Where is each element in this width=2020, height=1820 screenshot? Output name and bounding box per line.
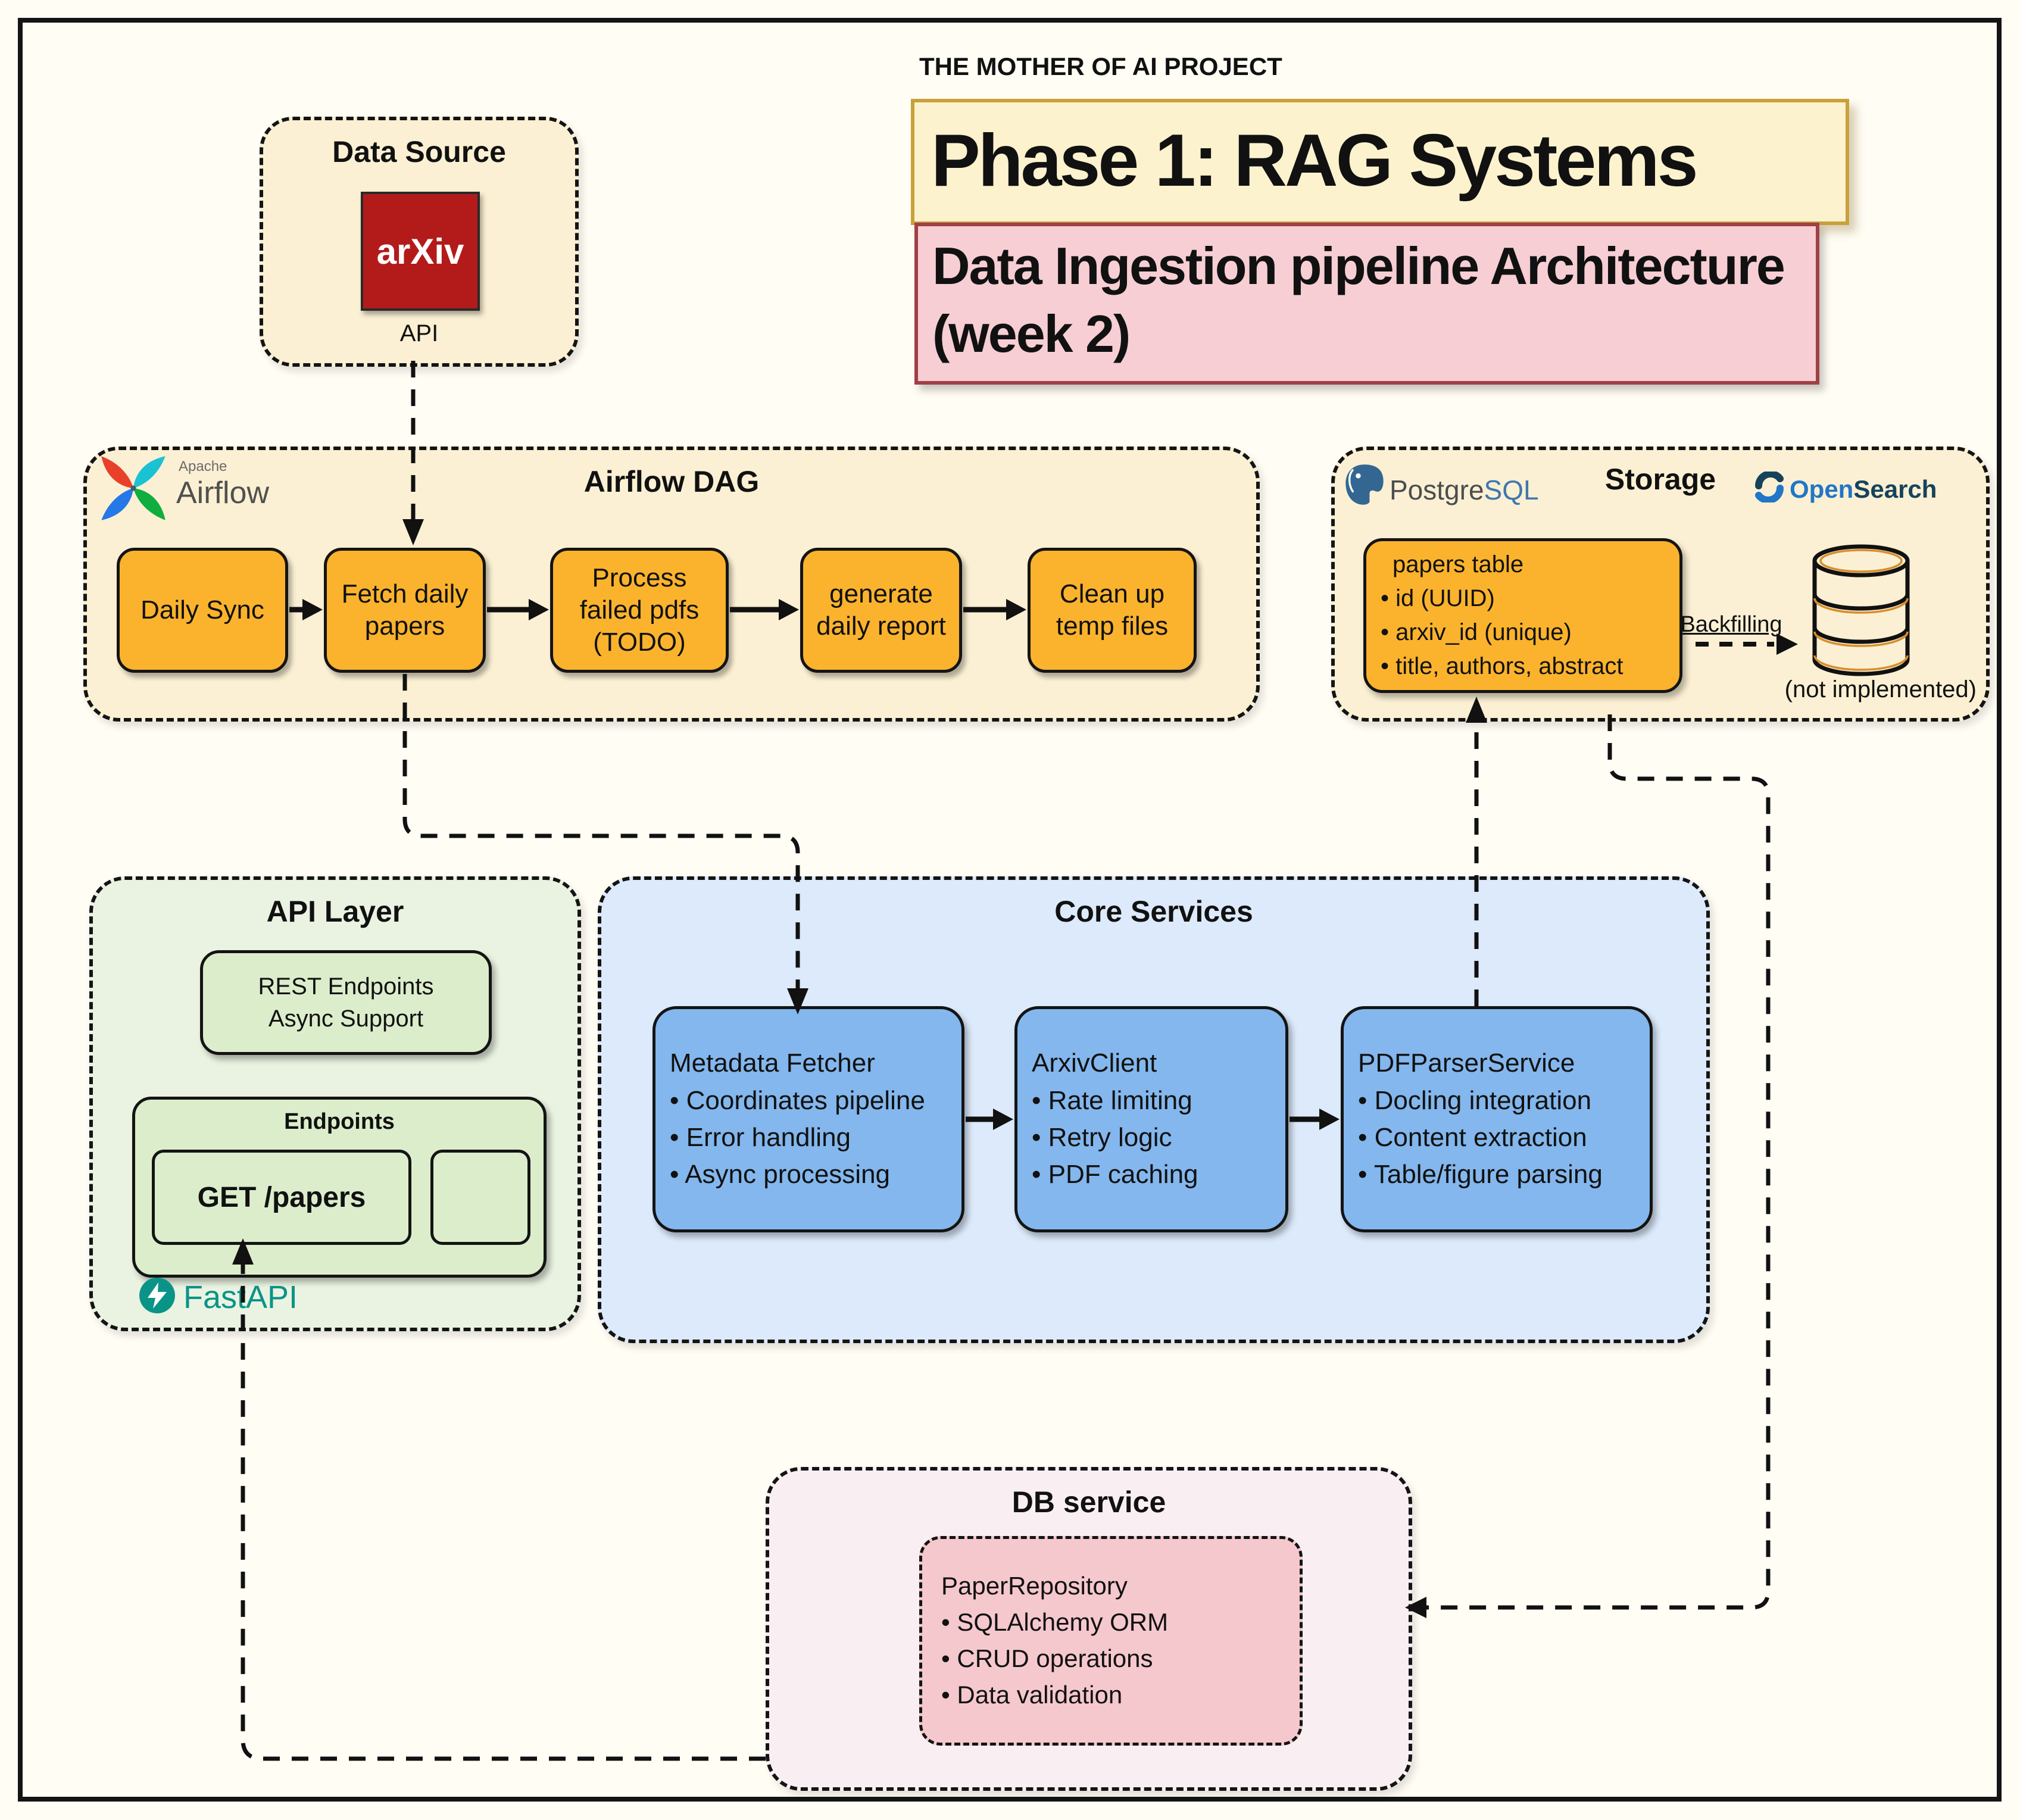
airflow-logo-small: Apache <box>179 458 227 474</box>
core-services-title: Core Services <box>1054 895 1253 928</box>
api-layer-panel: API Layer REST Endpoints Async Support E… <box>89 876 581 1331</box>
backfilling-label: Backfilling <box>1680 612 1782 637</box>
papers-table-item: arxiv_id (unique) <box>1381 616 1665 650</box>
rest-endpoints-card: REST Endpoints Async Support <box>200 950 492 1055</box>
subtitle-line1: Data Ingestion pipeline Architecture <box>932 236 1785 295</box>
data-source-title: Data Source <box>332 135 506 168</box>
rest-endpoints-line2: Async Support <box>268 1006 424 1032</box>
service-card-pdf-parser: PDFParserService Docling integration Con… <box>1341 1006 1653 1232</box>
api-label: API <box>399 320 439 346</box>
service-item: PDF caching <box>1032 1156 1271 1193</box>
opensearch-label: OpenSearch <box>1790 475 1937 503</box>
papers-table-item: title, authors, abstract <box>1381 650 1665 683</box>
arxiv-logo-text: arXiv <box>376 231 464 271</box>
service-title: PDFParserService <box>1358 1048 1575 1078</box>
endpoints-card: Endpoints GET /papers <box>132 1097 547 1278</box>
papers-table-title: papers table <box>1393 551 1524 578</box>
opensearch-icon <box>1755 472 1784 502</box>
postgresql-label: PostgreSQL <box>1390 474 1539 505</box>
task-process-failed-pdfs: Process failed pdfs (TODO) <box>550 548 729 673</box>
service-item: Docling integration <box>1358 1082 1635 1119</box>
airflow-pinwheel-icon <box>101 456 166 520</box>
database-cylinder-icon <box>1812 544 1910 676</box>
rest-endpoints-line1: REST Endpoints <box>258 973 434 1000</box>
phase-title-box: Phase 1: RAG Systems <box>911 99 1849 225</box>
service-item: Rate limiting <box>1032 1082 1271 1119</box>
papers-table-card: papers table id (UUID) arxiv_id (unique)… <box>1363 538 1682 693</box>
fastapi-label: FastAPI <box>183 1279 298 1315</box>
db-service-title: DB service <box>1011 1485 1166 1519</box>
project-kicker: THE MOTHER OF AI PROJECT <box>919 52 1282 80</box>
data-source-panel: Data Source arXiv API <box>260 117 579 367</box>
postgresql-elephant-icon <box>1345 464 1384 505</box>
service-card-metadata-fetcher: Metadata Fetcher Coordinates pipeline Er… <box>652 1006 964 1232</box>
service-item: Coordinates pipeline <box>670 1082 947 1119</box>
task-clean-up-temp-files: Clean up temp files <box>1028 548 1197 673</box>
get-papers-label: GET /papers <box>197 1181 366 1213</box>
service-item: Content extraction <box>1358 1119 1635 1156</box>
paper-repository-card: PaperRepository SQLAlchemy ORM CRUD oper… <box>919 1536 1303 1746</box>
fastapi-icon <box>139 1278 175 1313</box>
subtitle-line2: (week 2) <box>932 304 1131 363</box>
service-item: Error handling <box>670 1119 947 1156</box>
arxiv-logo: arXiv <box>361 192 480 311</box>
repository-item: Data validation <box>941 1677 1281 1713</box>
papers-table-item: id (UUID) <box>1381 582 1665 616</box>
phase-title: Phase 1: RAG Systems <box>931 120 1699 202</box>
service-item: Async processing <box>670 1156 947 1193</box>
airflow-logo-large: Airflow <box>176 476 270 510</box>
service-title: Metadata Fetcher <box>670 1048 875 1078</box>
get-papers-endpoint: GET /papers <box>152 1150 411 1245</box>
repository-item: SQLAlchemy ORM <box>941 1604 1281 1641</box>
service-item: Retry logic <box>1032 1119 1271 1156</box>
repository-item: CRUD operations <box>941 1641 1281 1677</box>
subtitle-box: Data Ingestion pipeline Architecture (we… <box>914 223 1819 385</box>
task-daily-sync: Daily Sync <box>117 548 288 673</box>
airflow-dag-title: Airflow DAG <box>583 465 760 498</box>
endpoints-title: Endpoints <box>284 1109 395 1134</box>
api-layer-title: API Layer <box>266 895 404 928</box>
not-implemented-label: (not implemented) <box>1784 676 1977 703</box>
service-title: ArxivClient <box>1032 1048 1157 1078</box>
empty-endpoint-slot <box>430 1150 530 1245</box>
service-item: Table/figure parsing <box>1358 1156 1635 1193</box>
task-fetch-daily-papers: Fetch daily papers <box>324 548 486 673</box>
task-generate-daily-report: generate daily report <box>800 548 962 673</box>
storage-title: Storage <box>1604 463 1716 496</box>
repository-title: PaperRepository <box>941 1572 1128 1600</box>
service-card-arxiv-client: ArxivClient Rate limiting Retry logic PD… <box>1014 1006 1288 1232</box>
